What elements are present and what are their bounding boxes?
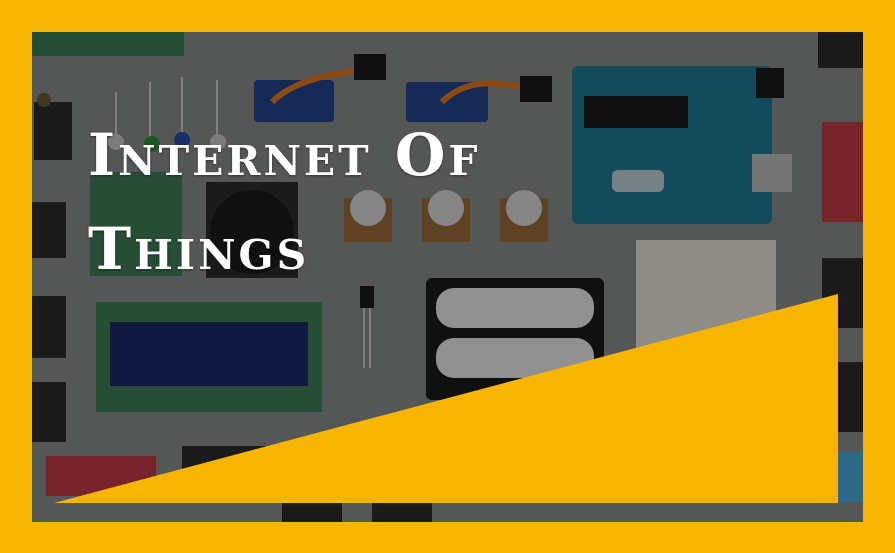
banner-title: Internet Of Things <box>88 108 481 296</box>
title-line-1: Internet Of <box>88 121 481 189</box>
title-line-2: Things <box>88 215 310 283</box>
